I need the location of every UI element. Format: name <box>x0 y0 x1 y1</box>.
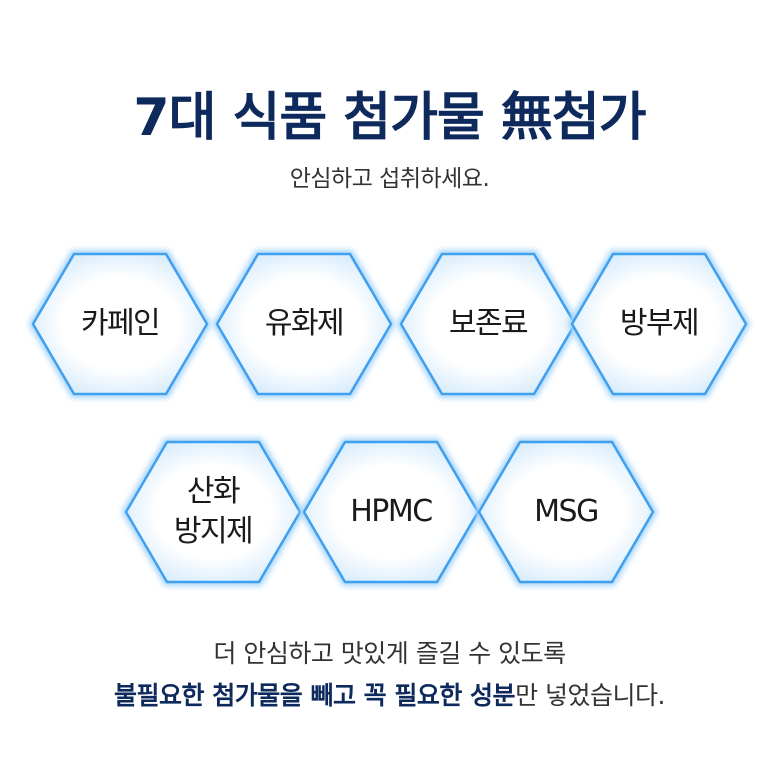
hexagon-caffeine: 카페인 <box>28 250 212 398</box>
hexagon-shape <box>212 250 396 398</box>
hexagon-shape <box>121 438 305 586</box>
hexagon-antiseptic: 방부제 <box>567 250 751 398</box>
hexagon-label: 산화 방지제 <box>122 438 304 586</box>
hexagon-label: HPMC <box>350 494 433 529</box>
hexagon-shape <box>396 250 580 398</box>
hexagon-emulsifier: 유화제 <box>212 250 396 398</box>
bottom-text-emphasis: 불필요한 첨가물을 빼고 꼭 필요한 성분 <box>114 681 516 710</box>
hexagon-hpmc: HPMC <box>299 438 483 586</box>
hexagon-antioxidant: 산화 방지제 <box>121 438 305 586</box>
hexagon-preservative: 보존료 <box>396 250 580 398</box>
hexagon-label: 방부제 <box>619 306 700 341</box>
hexagon-shape <box>28 250 212 398</box>
hexagon-shape <box>299 438 483 586</box>
page-title: 7대 식품 첨가물 無첨가 <box>133 88 646 148</box>
hexagon-label: MSG <box>534 494 599 529</box>
hexagon-label-line2: 방지제 <box>173 514 254 549</box>
hexagon-shape <box>474 438 658 586</box>
hexagon-label: 카페인 <box>80 306 161 341</box>
hexagon-label: 보존료 <box>448 306 529 341</box>
hexagon-label-line1: 산화 <box>186 474 241 509</box>
bottom-text-line1: 더 안심하고 맛있게 즐길 수 있도록 <box>213 639 566 668</box>
hexagon-label: 유화제 <box>264 306 345 341</box>
hexagon-msg: MSG <box>474 438 658 586</box>
hexagon-shape <box>567 250 751 398</box>
bottom-text-line2: 불필요한 첨가물을 빼고 꼭 필요한 성분만 넣었습니다. <box>0 678 779 714</box>
page-subtitle: 안심하고 섭취하세요. <box>289 166 490 192</box>
bottom-text-rest: 만 넣었습니다. <box>515 681 665 710</box>
